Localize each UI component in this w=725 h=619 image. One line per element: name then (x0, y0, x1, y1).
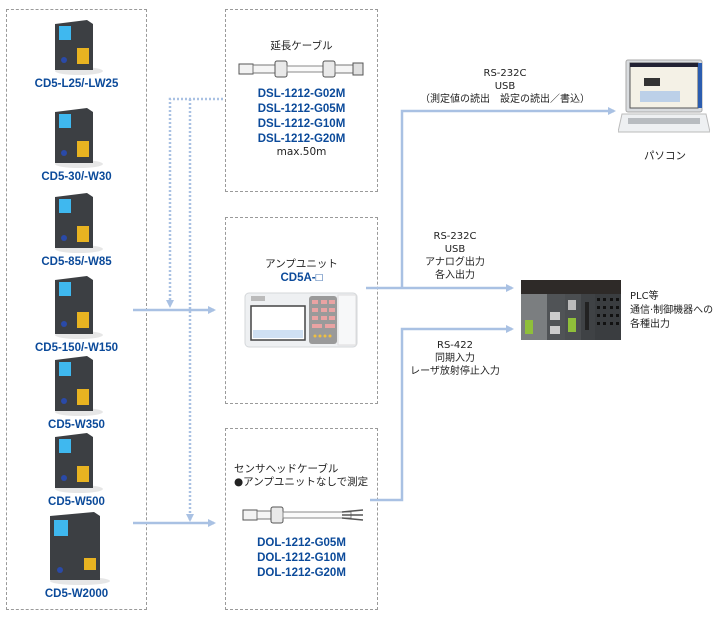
plc-label: 通信·制御機器への (630, 305, 714, 316)
pc-link-label: USB (494, 81, 516, 92)
head-plc-label: 同期入力 (435, 353, 475, 364)
head-cable-model: DOL-1212-G05M (257, 537, 346, 549)
pc-link-label: （測定値の読出 設定の読出／書込） (420, 94, 590, 105)
head-cable-model: DOL-1212-G10M (257, 552, 346, 564)
sensor-model-label: CD5-30/-W30 (41, 171, 112, 183)
amp-plc-label: アナログ出力 (425, 257, 485, 268)
sensor-head-image (55, 108, 103, 168)
cable-to-plc-line (370, 325, 514, 502)
plc-label: PLC等 (630, 291, 659, 302)
amp-plc-label: USB (444, 244, 466, 255)
amp-unit-title: アンプユニット (265, 258, 338, 270)
sensor-head-image (55, 433, 103, 493)
extension-cable-note: max.50m (276, 146, 327, 158)
pc-label: パソコン (644, 150, 686, 162)
amp-plc-label: RS-232C (433, 231, 477, 242)
sensor-model-label: CD5-150/-W150 (34, 342, 119, 354)
amp-unit-image (244, 292, 358, 348)
amp-to-pc-line (400, 107, 616, 288)
extension-cable-icon (238, 60, 364, 78)
amp-unit-model: CD5A-□ (280, 272, 323, 284)
sensor-model-label: CD5-85/-W85 (41, 256, 112, 268)
head-cable-note: ●アンプユニットなしで測定 (234, 476, 369, 488)
extension-cable-panel (225, 9, 378, 192)
pc-link-label: RS-232C (483, 68, 527, 79)
extension-cable-model: DSL-1212-G02M (257, 88, 346, 100)
head-plc-label: RS-422 (437, 340, 473, 351)
plc-image (521, 280, 621, 340)
head-plc-label: レーザ放射停止入力 (410, 366, 500, 377)
amp-unit-panel (225, 217, 378, 404)
sensor-head-image (55, 276, 103, 339)
sensor-model-label: CD5-W350 (48, 419, 105, 431)
sensor-head-image (50, 512, 110, 585)
extension-cable-model: DSL-1212-G10M (257, 118, 346, 130)
extension-cable-model: DSL-1212-G20M (257, 133, 346, 145)
head-cable-title: センサヘッドケーブル (234, 463, 339, 475)
dotted-link-extension (166, 97, 223, 308)
extension-cable-title: 延長ケーブル (270, 40, 333, 52)
pc-image (618, 59, 710, 133)
sensor-head-image (55, 20, 103, 75)
sensor-model-label: CD5-L25/-LW25 (34, 78, 119, 90)
head-cable-model: DOL-1212-G20M (257, 567, 346, 579)
sensor-model-label: CD5-W500 (48, 496, 105, 508)
extension-cable-model: DSL-1212-G05M (257, 103, 346, 115)
head-cable-icon (242, 506, 364, 524)
amp-plc-label: 各入出力 (435, 270, 475, 281)
sensor-head-image (55, 193, 103, 253)
sensor-head-image (55, 356, 103, 416)
sensor-model-label: CD5-W2000 (44, 588, 109, 600)
plc-label: 各種出力 (630, 319, 670, 330)
head-cable-panel (225, 428, 378, 610)
